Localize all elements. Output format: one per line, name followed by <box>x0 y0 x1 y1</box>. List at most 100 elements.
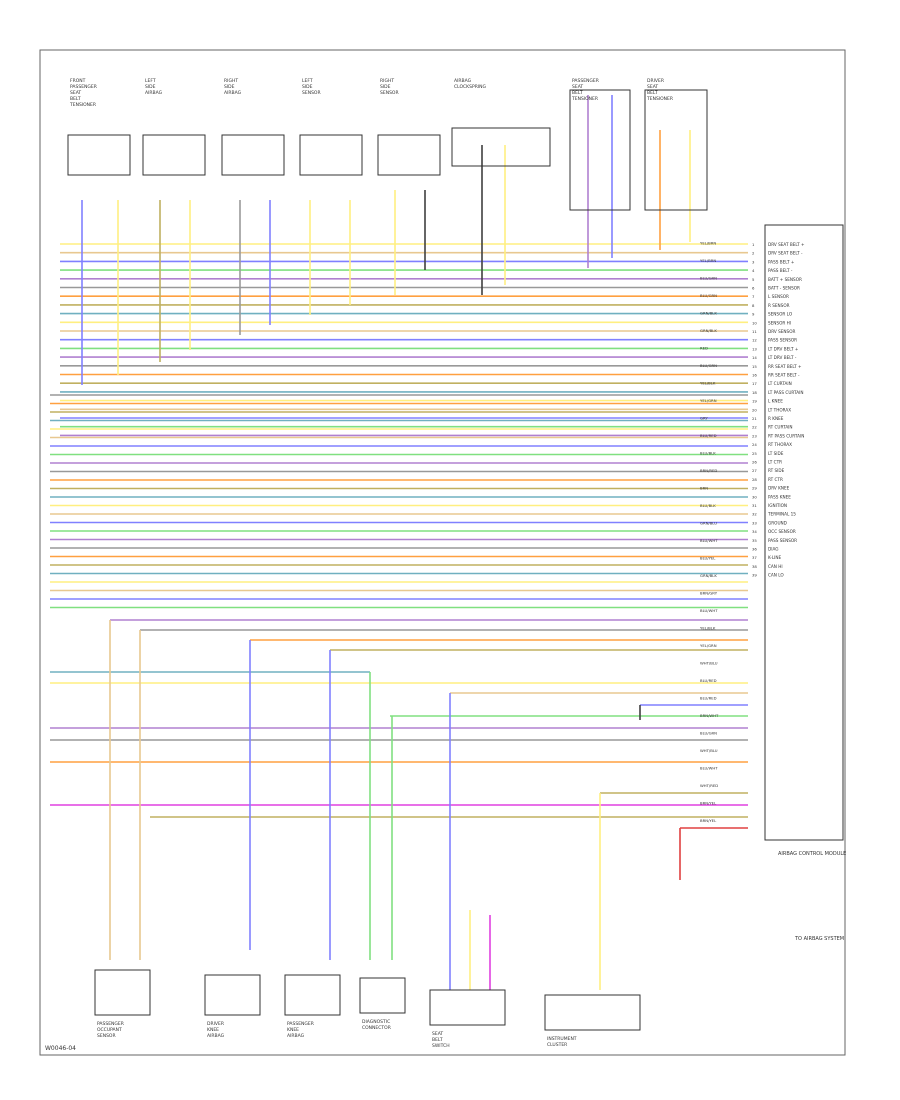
component-box <box>569 89 631 211</box>
module-pin-label: RR SEAT BELT + <box>768 364 802 369</box>
harness-wires: YEL/BRN YEL/BRN BLU/GRN BLU/GRN GRN/BLK GRN/B… <box>50 241 748 829</box>
wire-label: BLU/BLK <box>700 451 716 456</box>
module-pin-number: 32 <box>752 512 757 517</box>
component-label: INSTRUMENT <box>547 1036 577 1042</box>
component-label: SEAT <box>70 90 81 96</box>
component-box <box>299 134 363 176</box>
component-label: TENSIONER <box>571 96 598 102</box>
component-label: SENSOR <box>302 90 321 96</box>
module-pin-label: DRV SENSOR <box>768 329 795 334</box>
module-pin-number: 2 <box>752 251 755 256</box>
footer-code: W0046-04 <box>45 1045 76 1052</box>
module-pin-label: BATT + SENSOR <box>768 277 802 282</box>
module-pin-label: DRV KNEE <box>768 486 790 491</box>
module-pin-label: OCC SENSOR <box>768 529 796 534</box>
module-pin-label: LT CTR <box>768 460 782 465</box>
wire-label: BLU/BLK <box>700 503 716 508</box>
module-outline <box>764 224 844 841</box>
component-label: AIRBAG <box>454 78 472 84</box>
module-pin-label: PASS SENSOR <box>768 538 797 543</box>
wire-label: YEL/BLK <box>700 381 716 386</box>
component-label: RIGHT <box>224 78 238 84</box>
wire-label: BLU/GRN <box>700 363 717 368</box>
module-pin-label: IGNITION <box>768 503 787 508</box>
wire-label: BLU/GRN <box>700 293 717 298</box>
component-label: FRONT <box>70 78 86 84</box>
component-label: PASSENGER <box>70 84 97 90</box>
component-label: DRIVER <box>647 78 664 84</box>
wire-label: BRN/WHT <box>700 713 719 718</box>
module-pin-label: GROUND <box>768 520 787 525</box>
module-pin-number: 1 <box>752 242 755 247</box>
component-label: SIDE <box>145 84 156 90</box>
module-pin-number: 33 <box>752 520 757 525</box>
component-label: SIDE <box>302 84 313 90</box>
wire-label: GRN/BLK <box>700 573 717 578</box>
module-pin-label: RT PASS CURTAIN <box>768 433 804 438</box>
component-box <box>429 989 506 1026</box>
module-pin-number: 26 <box>752 460 757 465</box>
module-pin-label: K-LINE <box>768 555 782 560</box>
component-box <box>377 134 441 176</box>
module-pin-number: 15 <box>752 364 757 369</box>
wire-label: BLU/GRN <box>700 276 717 281</box>
module-pin-number: 8 <box>752 303 755 308</box>
module-pin-label: LT CURTAIN <box>768 381 792 386</box>
module-pin-label: RT CTR <box>768 477 783 482</box>
wire-label: BRN/YEL <box>700 801 717 806</box>
wire-label: YEL/BRN <box>700 241 716 246</box>
module-pin-label: BATT - SENSOR <box>768 286 800 291</box>
module-pin-label: L SENSOR <box>768 294 789 299</box>
component-box <box>359 977 406 1014</box>
module-pin-label: PASS SENSOR <box>768 338 797 343</box>
module-pin-number: 28 <box>752 477 757 482</box>
diagram-frame <box>39 49 846 1056</box>
component-box <box>221 134 285 176</box>
module-pin-number: 36 <box>752 547 757 552</box>
module-pin-number: 31 <box>752 503 757 508</box>
module-pin-number: 11 <box>752 329 757 334</box>
wire-label: YEL/BRN <box>700 258 716 263</box>
module-pin-label: R SENSOR <box>768 303 790 308</box>
component-box <box>204 974 261 1016</box>
wire-label: GRN/BLU <box>700 521 717 526</box>
component-label: SIDE <box>224 84 235 90</box>
module-pin-label: RT SIDE <box>768 468 785 473</box>
component-label: AIRBAG <box>207 1033 225 1039</box>
module-pin-number: 27 <box>752 468 757 473</box>
component-label: DRIVER <box>207 1021 224 1027</box>
module-pin-label: LT THORAX <box>768 407 791 412</box>
wire-label: BLU/WHT <box>700 766 718 771</box>
component-label: LEFT <box>302 78 313 84</box>
module-pin-number: 16 <box>752 373 757 378</box>
vertical-wires <box>81 95 691 990</box>
module-pin-number: 9 <box>752 312 755 317</box>
component-label: PASSENGER <box>287 1021 314 1027</box>
component-label: KNEE <box>287 1027 299 1033</box>
component-label: CLUSTER <box>547 1042 567 1048</box>
wire-label: WHT/BLU <box>700 661 718 666</box>
wire-label: YEL/GRN <box>700 398 717 403</box>
wire-label: YEL/BLK <box>700 626 716 631</box>
module-pin-number: 30 <box>752 494 757 499</box>
module-pin-label: SENSOR HI <box>768 320 791 325</box>
wire-label: BRN <box>700 486 708 491</box>
module-pin-number: 38 <box>752 564 757 569</box>
component-label: RIGHT <box>380 78 394 84</box>
component-box <box>544 994 641 1031</box>
module-pin-label: DRV SEAT BELT + <box>768 242 805 247</box>
module-pin-label: RR SEAT BELT - <box>768 373 800 378</box>
module-pin-number: 29 <box>752 486 757 491</box>
component-label: SIDE <box>380 84 391 90</box>
bottom-right-label: TO AIRBAG SYSTEM <box>794 936 844 942</box>
module-pin-number: 17 <box>752 381 757 386</box>
module-pin-number: 18 <box>752 390 757 395</box>
module-pin-number: 14 <box>752 355 757 360</box>
component-label: OCCUPANT <box>97 1027 122 1033</box>
module-pin-number: 22 <box>752 425 757 430</box>
module-pin-number: 10 <box>752 320 757 325</box>
component-label: CONNECTOR <box>362 1025 391 1031</box>
wire-label: BLU/WHT <box>700 608 718 613</box>
module-pin-number: 37 <box>752 555 757 560</box>
